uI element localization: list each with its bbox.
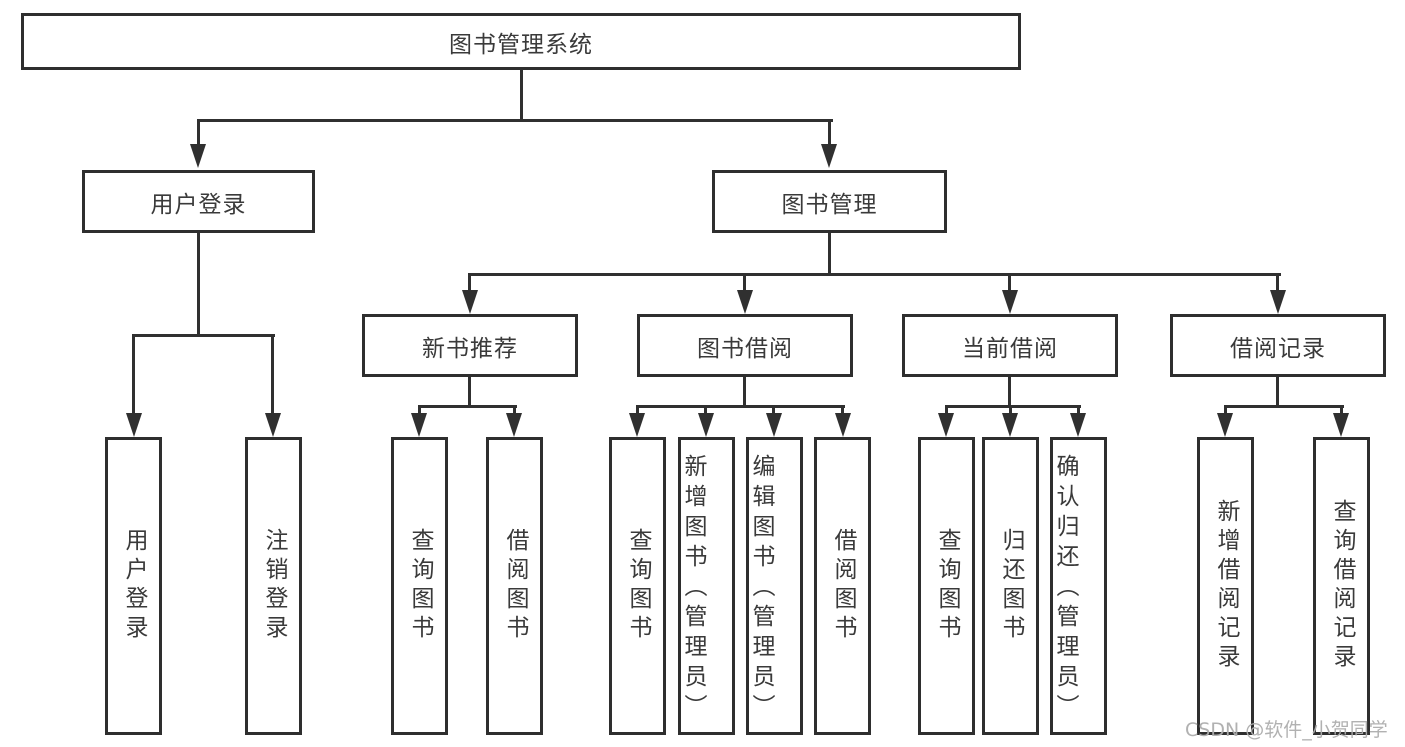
node-label: 归还图书 xyxy=(998,528,1024,644)
connector-root-stem xyxy=(520,69,523,121)
connector-userlogin-stem xyxy=(197,233,200,336)
connector-current-drop-1 xyxy=(945,405,948,416)
leaf-add-book-admin: 新增图书（管理员） xyxy=(678,437,735,735)
arrow-down-icon xyxy=(126,413,142,437)
arrow-down-icon xyxy=(1070,413,1086,437)
arrow-down-icon xyxy=(698,413,714,437)
connector-records-drop-2 xyxy=(1340,405,1343,416)
node-label: 编辑图书（管理员） xyxy=(748,454,774,724)
node-label: 借阅记录 xyxy=(1230,335,1326,362)
connector-borrowing-stem xyxy=(743,377,746,408)
node-user-login: 用户登录 xyxy=(82,170,315,233)
leaf-return-books: 归还图书 xyxy=(982,437,1039,735)
arrow-down-icon xyxy=(766,413,782,437)
node-label: 图书借阅 xyxy=(697,335,793,362)
node-label: 借阅图书 xyxy=(502,528,528,644)
arrow-down-icon xyxy=(190,144,206,168)
connector-borrowing-drop-1 xyxy=(636,405,639,416)
watermark: CSDN @软件_小贺同学 xyxy=(1185,719,1388,741)
leaf-confirm-return-admin: 确认归还（管理员） xyxy=(1050,437,1107,735)
connector-newbooks-stem xyxy=(468,377,471,408)
node-current-borrowing: 当前借阅 xyxy=(902,314,1118,377)
connector-userlogin-drop-2 xyxy=(271,334,274,416)
connector-current-drop-2 xyxy=(1009,405,1012,416)
connector-records-hbar xyxy=(1224,405,1344,408)
node-label: 用户登录 xyxy=(150,191,247,218)
leaf-borrow-books-recommend: 借阅图书 xyxy=(486,437,543,735)
connector-current-hbar xyxy=(945,405,1081,408)
connector-borrowing-drop-3 xyxy=(772,405,775,416)
node-label: 新书推荐 xyxy=(422,335,518,362)
node-label: 新增图书（管理员） xyxy=(680,454,706,724)
connector-bookmgmt-drop-1 xyxy=(468,273,471,293)
connector-current-drop-3 xyxy=(1077,405,1080,416)
arrow-down-icon xyxy=(821,144,837,168)
connector-bookmgmt-drop-2 xyxy=(743,273,746,293)
connector-current-stem xyxy=(1008,377,1011,408)
leaf-query-books-borrowing: 查询图书 xyxy=(609,437,666,735)
node-book-borrowing: 图书借阅 xyxy=(637,314,853,377)
leaf-query-books-recommend: 查询图书 xyxy=(391,437,448,735)
connector-bookmgmt-stem xyxy=(828,233,831,276)
arrow-down-icon xyxy=(462,290,478,314)
leaf-query-books-current: 查询图书 xyxy=(918,437,975,735)
connector-newbooks-hbar xyxy=(418,405,517,408)
node-book-management: 图书管理 xyxy=(712,170,947,233)
connector-records-stem xyxy=(1276,377,1279,408)
node-label: 查询图书 xyxy=(407,528,433,644)
leaf-borrow-books-borrowing: 借阅图书 xyxy=(814,437,871,735)
arrow-down-icon xyxy=(835,413,851,437)
leaf-logout: 注销登录 xyxy=(245,437,302,735)
node-label: 查询借阅记录 xyxy=(1329,499,1355,673)
arrow-down-icon xyxy=(411,413,427,437)
leaf-user-login: 用户登录 xyxy=(105,437,162,735)
node-label: 新增借阅记录 xyxy=(1213,499,1239,673)
connector-bookmgmt-hbar xyxy=(468,273,1281,276)
arrow-down-icon xyxy=(1270,290,1286,314)
arrow-down-icon xyxy=(938,413,954,437)
node-label: 查询图书 xyxy=(625,528,651,644)
node-label: 用户登录 xyxy=(121,528,147,644)
arrow-down-icon xyxy=(506,413,522,437)
connector-borrowing-drop-2 xyxy=(704,405,707,416)
node-label: 注销登录 xyxy=(261,528,287,644)
node-label: 当前借阅 xyxy=(962,335,1058,362)
node-label: 借阅图书 xyxy=(830,528,856,644)
leaf-edit-book-admin: 编辑图书（管理员） xyxy=(746,437,803,735)
arrow-down-icon xyxy=(629,413,645,437)
connector-root-drop-left xyxy=(197,119,200,147)
arrow-down-icon xyxy=(265,413,281,437)
node-library-management-system: 图书管理系统 xyxy=(21,13,1021,70)
leaf-query-borrow-record: 查询借阅记录 xyxy=(1313,437,1370,735)
connector-records-drop-1 xyxy=(1224,405,1227,416)
connector-root-hbar xyxy=(197,119,833,122)
arrow-down-icon xyxy=(1002,413,1018,437)
connector-userlogin-hbar xyxy=(132,334,275,337)
connector-bookmgmt-drop-4 xyxy=(1276,273,1279,293)
connector-userlogin-drop-1 xyxy=(132,334,135,416)
node-new-book-recommend: 新书推荐 xyxy=(362,314,578,377)
connector-newbooks-drop-2 xyxy=(513,405,516,416)
leaf-add-borrow-record: 新增借阅记录 xyxy=(1197,437,1254,735)
connector-borrowing-drop-4 xyxy=(841,405,844,416)
node-label: 图书管理系统 xyxy=(449,31,593,58)
node-label: 图书管理 xyxy=(781,191,878,218)
connector-root-drop-right xyxy=(828,119,831,147)
arrow-down-icon xyxy=(1002,290,1018,314)
connector-newbooks-drop-1 xyxy=(418,405,421,416)
arrow-down-icon xyxy=(1333,413,1349,437)
arrow-down-icon xyxy=(737,290,753,314)
node-label: 确认归还（管理员） xyxy=(1052,454,1078,724)
connector-bookmgmt-drop-3 xyxy=(1008,273,1011,293)
node-borrowing-records: 借阅记录 xyxy=(1170,314,1386,377)
connector-borrowing-hbar xyxy=(636,405,845,408)
arrow-down-icon xyxy=(1217,413,1233,437)
node-label: 查询图书 xyxy=(934,528,960,644)
